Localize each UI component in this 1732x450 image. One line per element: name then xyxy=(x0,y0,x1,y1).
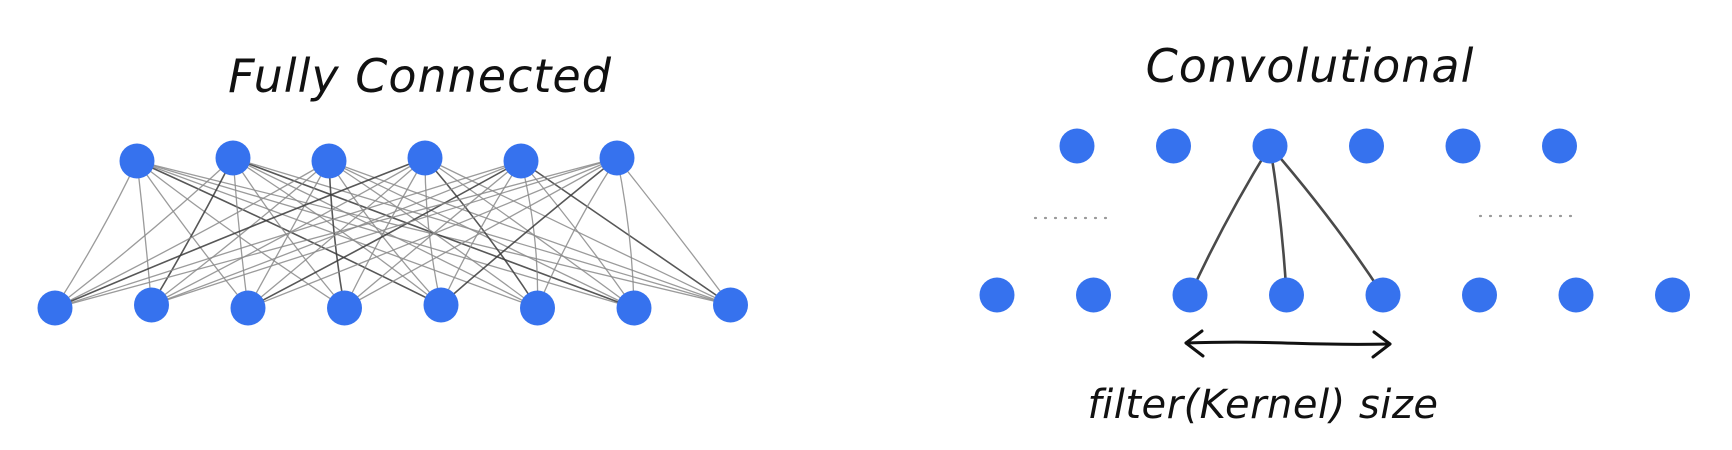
fully-connected-panel: Fully Connected xyxy=(37,49,748,326)
fc-bottom-node xyxy=(423,287,459,323)
fc-edge xyxy=(151,160,330,306)
fc-edge xyxy=(328,160,442,306)
fc-edge xyxy=(54,160,522,309)
fc-edge xyxy=(328,160,731,306)
fc-bottom-node xyxy=(713,287,748,323)
fc-edge xyxy=(247,160,522,309)
fully-connected-bottom-layer xyxy=(37,287,748,326)
convolutional-title: Convolutional xyxy=(1146,39,1475,93)
fc-edge xyxy=(136,160,249,309)
fc-edge xyxy=(151,157,618,306)
fc-edge xyxy=(424,157,635,309)
fc-edge xyxy=(247,160,330,309)
fc-edge xyxy=(136,160,442,306)
fc-edge xyxy=(440,157,618,306)
fc-edge xyxy=(440,160,522,306)
convolutional-kernel-edges xyxy=(1188,144,1385,297)
fc-edge xyxy=(150,157,234,306)
fc-top-node xyxy=(503,143,539,179)
conv-bottom-node xyxy=(1076,277,1111,313)
fc-edge xyxy=(520,160,635,309)
fc-edge xyxy=(54,160,138,309)
fc-edge xyxy=(151,157,426,306)
fc-edge xyxy=(54,157,234,309)
conv-top-node xyxy=(1349,128,1384,164)
fc-edge xyxy=(424,157,539,309)
fc-top-node xyxy=(311,143,347,179)
conv-bottom-node xyxy=(1172,277,1208,313)
conv-top-node xyxy=(1542,128,1577,164)
conv-bottom-node xyxy=(1269,277,1304,313)
fc-top-node xyxy=(599,140,635,176)
fc-edge xyxy=(54,157,426,309)
fc-edge xyxy=(616,157,732,306)
fc-bottom-node xyxy=(134,287,169,323)
fc-edge xyxy=(344,157,618,309)
conv-bottom-node xyxy=(1462,277,1497,313)
fully-connected-title: Fully Connected xyxy=(228,49,612,103)
fc-edge xyxy=(232,157,345,309)
fully-connected-edges xyxy=(54,157,732,309)
conv-kernel-edge xyxy=(1188,144,1272,297)
conv-bottom-node xyxy=(1365,277,1401,313)
fc-top-node xyxy=(119,143,155,179)
fc-edge xyxy=(424,157,731,306)
kernel-size-label: filter(Kernel) size xyxy=(1088,382,1439,428)
fc-edge xyxy=(54,157,618,309)
conv-kernel-edge xyxy=(1268,144,1385,297)
fc-edge xyxy=(136,160,635,309)
fc-bottom-node xyxy=(230,290,266,326)
convolutional-top-layer xyxy=(1059,128,1577,164)
fc-top-node xyxy=(215,140,251,176)
fc-edge xyxy=(343,157,426,309)
fc-edge xyxy=(247,157,426,309)
fc-edge xyxy=(247,157,618,309)
fc-top-node xyxy=(407,140,443,176)
conv-kernel-edge xyxy=(1268,144,1288,297)
fc-bottom-node xyxy=(37,290,73,326)
convolutional-bottom-layer xyxy=(979,277,1690,313)
fc-edge xyxy=(536,157,618,309)
conv-top-node xyxy=(1156,128,1191,164)
conv-bottom-node xyxy=(1558,277,1594,313)
fc-edge xyxy=(136,160,345,309)
conv-top-node xyxy=(1445,128,1481,164)
fc-edge xyxy=(328,160,538,309)
conv-bottom-node xyxy=(979,277,1015,313)
conv-top-node xyxy=(1252,128,1288,164)
fc-bottom-node xyxy=(327,290,362,326)
conv-bottom-node xyxy=(1655,277,1690,313)
fc-edge xyxy=(232,157,538,309)
fully-connected-top-layer xyxy=(119,140,635,179)
fc-bottom-node xyxy=(616,290,652,326)
fc-edge xyxy=(151,160,522,306)
fc-bottom-node xyxy=(520,290,555,326)
kernel-size-arrow xyxy=(1184,329,1392,359)
convolutional-panel: Convolutional filter(Kernel) size xyxy=(979,39,1690,428)
conv-top-node xyxy=(1059,128,1095,164)
fc-edge xyxy=(54,160,330,309)
